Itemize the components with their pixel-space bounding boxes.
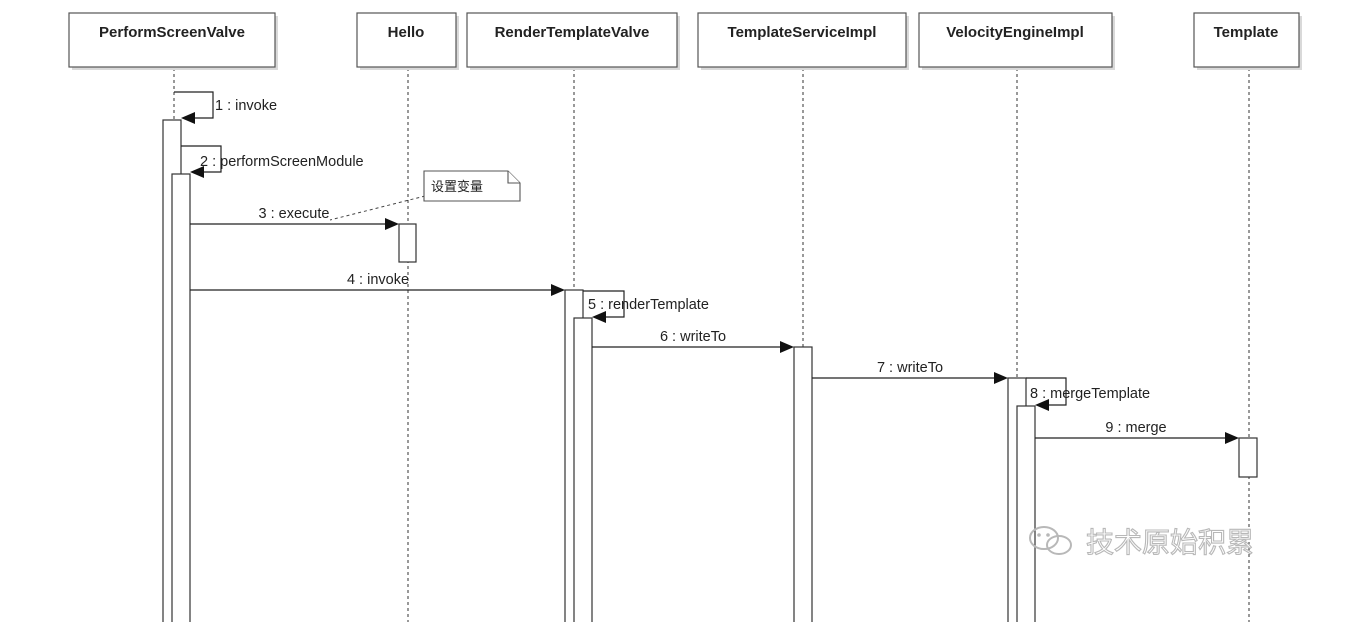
message-7: 7 : writeTo (812, 360, 1008, 384)
message-9: 9 : merge (1035, 420, 1239, 444)
participant-box-velocity-engine-impl: VelocityEngineImpl (918, 12, 1115, 70)
activation-bar (1238, 437, 1258, 478)
arrowhead-icon (1225, 432, 1239, 444)
watermark: 技术原始积累 (1029, 525, 1255, 560)
activation-bar (573, 317, 593, 622)
participant-box-template-service-impl: TemplateServiceImpl (697, 12, 909, 70)
message-label: 3 : execute (259, 206, 330, 222)
message-label: 5 : renderTemplate (588, 297, 709, 313)
arrowhead-icon (1035, 399, 1049, 411)
participant-label: Template (1214, 24, 1279, 41)
participant-box-template: Template (1193, 12, 1302, 70)
participant-box-perform-screen-valve: PerformScreenValve (68, 12, 278, 70)
message-label: 4 : invoke (347, 272, 409, 288)
note-shape (423, 170, 521, 202)
participant-box-render-template-valve: RenderTemplateValve (466, 12, 680, 70)
note-text: 设置变量 (431, 179, 483, 195)
participant-label: TemplateServiceImpl (728, 24, 877, 41)
arrowhead-icon (385, 218, 399, 230)
message-label: 2 : performScreenModule (200, 154, 364, 170)
arrowhead-icon (780, 341, 794, 353)
message-label: 8 : mergeTemplate (1030, 386, 1150, 402)
activation-bar (793, 346, 813, 622)
arrowhead-icon (994, 372, 1008, 384)
arrowhead-icon (181, 112, 195, 124)
message-label: 6 : writeTo (660, 329, 726, 345)
message-4: 4 : invoke (190, 272, 565, 296)
watermark-text: 技术原始积累 (1086, 526, 1254, 559)
message-3: 3 : execute (190, 206, 399, 230)
message-label: 7 : writeTo (877, 360, 943, 376)
participant-label: Hello (388, 24, 425, 41)
message-label: 1 : invoke (215, 98, 277, 114)
note-link (329, 195, 426, 221)
participant-label: PerformScreenValve (99, 24, 245, 41)
participant-label: VelocityEngineImpl (946, 24, 1084, 41)
wechat-icon (1029, 526, 1072, 555)
message-1: 1 : invoke (174, 91, 277, 124)
activation-bar (398, 223, 417, 263)
message-2: 2 : performScreenModule (181, 145, 364, 178)
arrowhead-icon (592, 311, 606, 323)
message-8: 8 : mergeTemplate (1026, 377, 1150, 411)
activation-bar (171, 173, 191, 622)
note: 设置变量 (329, 170, 521, 221)
message-5: 5 : renderTemplate (583, 290, 709, 323)
activation-bars (162, 119, 1258, 622)
participant-label: RenderTemplateValve (495, 24, 650, 41)
message-6: 6 : writeTo (592, 329, 794, 353)
activation-bar (1016, 405, 1036, 622)
participant-box-hello: Hello (356, 12, 459, 70)
message-label: 9 : merge (1105, 420, 1166, 436)
arrowhead-icon (551, 284, 565, 296)
arrowhead-icon (190, 166, 204, 178)
